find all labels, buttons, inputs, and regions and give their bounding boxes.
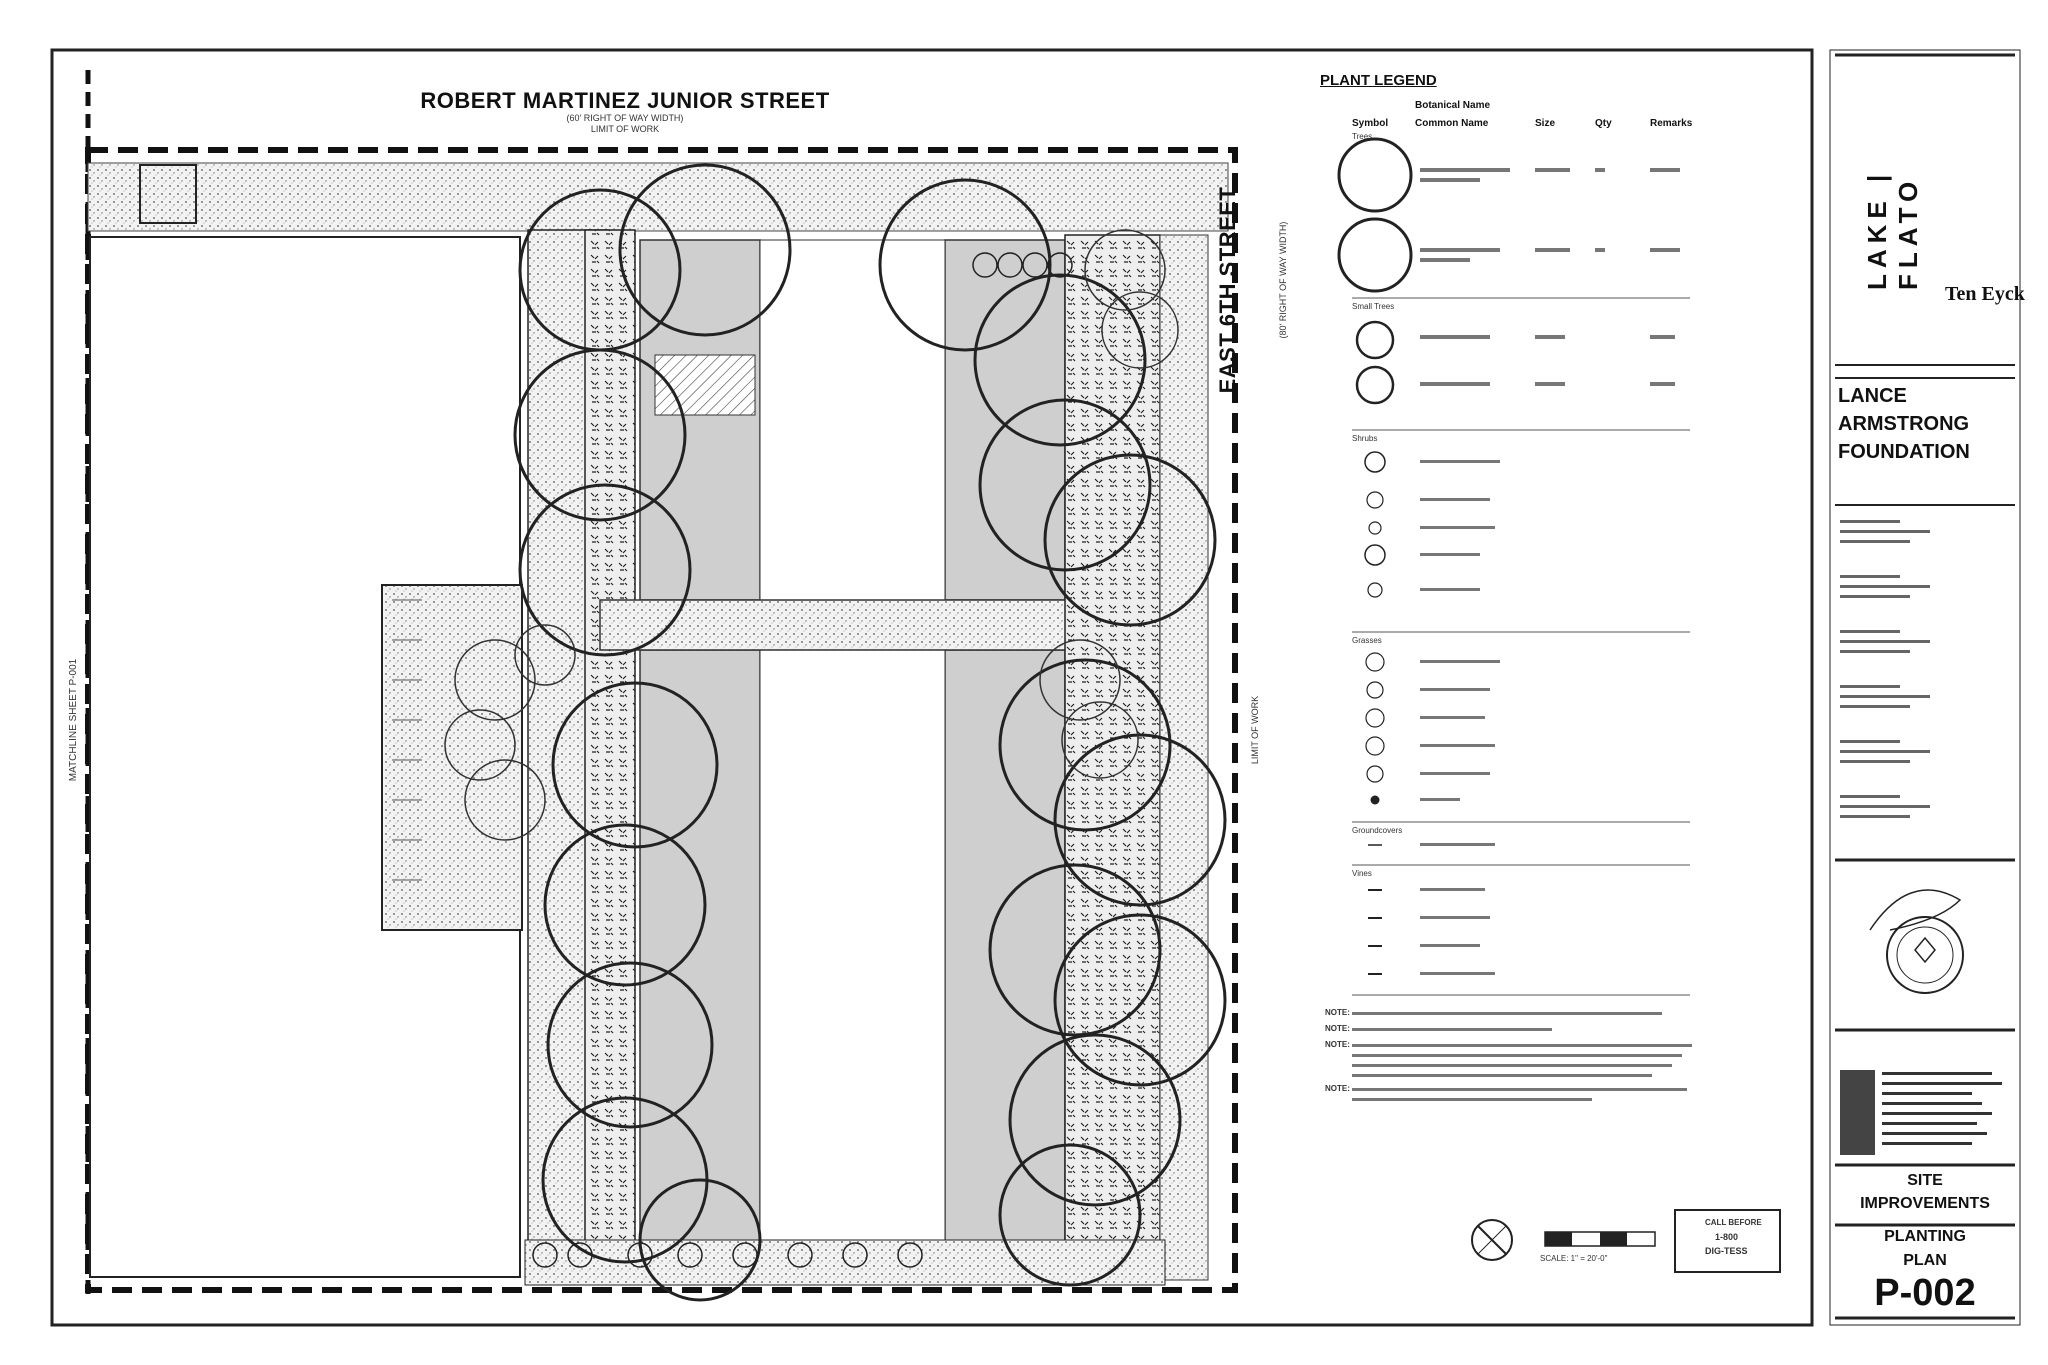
- legend-col-common: Common Name: [1415, 118, 1489, 129]
- east-street-label: EAST 6TH STREET: [1215, 186, 1240, 394]
- hatched-area: [654, 354, 756, 416]
- legend-col-remarks: Remarks: [1650, 118, 1693, 129]
- legend-group-trees: Trees: [1352, 132, 1373, 141]
- legend-text-lines: [1352, 168, 1692, 1101]
- tree-canopies: [513, 163, 1227, 1302]
- title-block-rules: [1835, 53, 2015, 1320]
- east-bed: [1064, 234, 1161, 1276]
- west-parking-row-south: [639, 649, 761, 1251]
- legend-col-size: Size: [1535, 118, 1556, 129]
- legend-col-qty: Qty: [1595, 118, 1612, 129]
- sheet-title-line2: IMPROVEMENTS: [1860, 1195, 1990, 1212]
- north-arrow-icon: [1471, 1219, 1513, 1261]
- sheet-title-line4: PLAN: [1903, 1252, 1947, 1269]
- entry-steps: [392, 599, 422, 881]
- professional-seal: [1869, 889, 1964, 994]
- sheet-number: P-002: [1874, 1272, 1976, 1314]
- dig-tess-box: [1674, 1209, 1781, 1273]
- firm-logo: LAKE | FLATO: [1862, 168, 1923, 290]
- note-label: NOTE:: [1325, 1024, 1350, 1033]
- west-parking-row: [639, 239, 761, 601]
- consultant-logo: Ten Eyck: [1945, 283, 2025, 305]
- legend-group-groundcovers: Groundcovers: [1352, 826, 1403, 835]
- client-name-line3: FOUNDATION: [1838, 441, 1970, 463]
- east-parking-row-south: [944, 649, 1066, 1251]
- legend-col-botanical: Botanical Name: [1415, 100, 1491, 111]
- legend-dividers: [1352, 297, 1690, 996]
- small-tree-canopies: [444, 229, 1179, 841]
- north-sidewalk: [87, 162, 1229, 232]
- client-name-line1: LANCE: [1838, 385, 1907, 407]
- north-limit-of-work: LIMIT OF WORK: [590, 124, 660, 134]
- existing-structure: [139, 164, 197, 224]
- north-street-label: ROBERT MARTINEZ JUNIOR STREET: [420, 88, 830, 113]
- consultant-list: [1840, 520, 1930, 818]
- revision-table: [1840, 1070, 2002, 1155]
- scale-bar-label: SCALE: 1" = 20'-0": [1540, 1254, 1608, 1263]
- note-label: NOTE:: [1325, 1008, 1350, 1017]
- dig-tess-line2: 1-800: [1715, 1232, 1739, 1242]
- sheet-title-line1: SITE: [1907, 1172, 1943, 1189]
- legend-group-small-trees: Small Trees: [1352, 302, 1395, 311]
- scale-bar-graphic: [1544, 1231, 1656, 1247]
- legend-group-grasses: Grasses: [1352, 636, 1382, 645]
- dig-tess-line3: DIG-TESS: [1705, 1246, 1748, 1256]
- sheet-border: [50, 48, 1814, 1327]
- east-limit-of-work: LIMIT OF WORK: [1250, 695, 1260, 765]
- title-block-border: [1829, 49, 2021, 1326]
- east-street-row-width: (80' RIGHT OF WAY WIDTH): [1278, 221, 1288, 339]
- legend-symbols: [1337, 137, 1413, 975]
- building-annex: [381, 584, 523, 931]
- north-street-row-width: (60' RIGHT OF WAY WIDTH): [566, 113, 684, 123]
- legend-group-vines: Vines: [1352, 869, 1372, 878]
- legend-col-symbol: Symbol: [1352, 118, 1389, 129]
- plant-legend-title: PLANT LEGEND: [1320, 72, 1437, 89]
- drive-aisle: [759, 239, 946, 1251]
- dig-tess-line1: CALL BEFORE: [1705, 1218, 1762, 1227]
- matchline-label: MATCHLINE SHEET P-001: [68, 658, 79, 782]
- east-sidewalk: [1159, 234, 1209, 1281]
- sheet-title-line3: PLANTING: [1884, 1228, 1966, 1245]
- note-label: NOTE:: [1325, 1040, 1350, 1049]
- note-label: NOTE:: [1325, 1084, 1350, 1093]
- legend-group-shrubs: Shrubs: [1352, 434, 1378, 443]
- shrub-symbols-south: [532, 252, 1073, 1268]
- client-name-line2: ARMSTRONG: [1838, 413, 1970, 435]
